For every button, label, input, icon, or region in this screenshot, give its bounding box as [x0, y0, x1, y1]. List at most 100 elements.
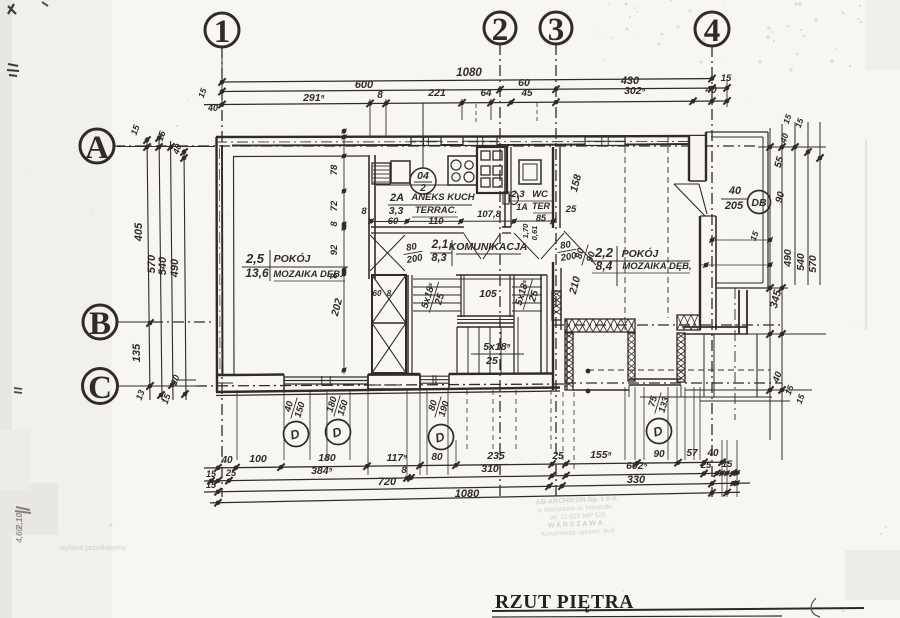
svg-text:15: 15	[721, 73, 732, 84]
svg-text:D: D	[289, 427, 301, 443]
svg-text:100: 100	[249, 453, 267, 465]
svg-text:4: 4	[704, 13, 721, 49]
svg-text:107,8: 107,8	[477, 209, 501, 220]
svg-text:15: 15	[206, 480, 217, 490]
svg-text:DB: DB	[751, 197, 767, 209]
svg-text:3,3: 3,3	[389, 205, 404, 217]
svg-text:75: 75	[646, 394, 660, 408]
svg-text:13: 13	[134, 389, 147, 402]
svg-text:D: D	[331, 425, 343, 441]
svg-text:15: 15	[196, 87, 209, 100]
svg-text:150: 150	[293, 400, 308, 419]
svg-text:15: 15	[748, 230, 761, 243]
svg-text:490: 490	[782, 249, 794, 268]
svg-text:80: 80	[405, 241, 418, 254]
svg-text:40: 40	[704, 85, 717, 96]
svg-text:0,61: 0,61	[530, 226, 539, 241]
svg-text:720: 720	[378, 476, 397, 488]
svg-text:55: 55	[773, 155, 787, 169]
svg-text:40: 40	[728, 185, 742, 197]
svg-text:2,5: 2,5	[245, 251, 265, 266]
svg-text:60: 60	[388, 216, 399, 227]
svg-text:40: 40	[706, 448, 719, 459]
svg-text:13,6: 13,6	[245, 266, 269, 280]
svg-text:80: 80	[431, 452, 443, 463]
svg-text:117⁵: 117⁵	[386, 452, 407, 464]
svg-text:25: 25	[565, 204, 577, 215]
svg-text:105: 105	[479, 288, 497, 300]
svg-text:ANEKS KUCH: ANEKS KUCH	[410, 192, 475, 203]
svg-text:135: 135	[131, 343, 143, 362]
svg-text:1: 1	[214, 14, 231, 50]
svg-text:384⁵: 384⁵	[311, 465, 333, 477]
svg-text:90: 90	[653, 449, 665, 460]
svg-text:D: D	[652, 424, 664, 440]
svg-text:A: A	[85, 130, 109, 166]
svg-text:25: 25	[700, 460, 712, 471]
svg-text:2,1: 2,1	[431, 237, 449, 251]
svg-text:MOZAIKA DĘB,: MOZAIKA DĘB,	[622, 261, 691, 272]
svg-text:8: 8	[361, 206, 367, 217]
svg-text:15: 15	[155, 129, 168, 143]
svg-text:291⁵: 291⁵	[302, 92, 325, 104]
svg-text:TER: TER	[532, 201, 551, 211]
svg-text:72: 72	[329, 200, 340, 211]
svg-text:5x18⁵: 5x18⁵	[483, 341, 511, 353]
svg-text:C: C	[88, 370, 112, 406]
svg-text:15: 15	[794, 393, 807, 406]
svg-text:430: 430	[620, 75, 640, 87]
svg-text:345: 345	[768, 288, 785, 310]
svg-text:405: 405	[133, 222, 145, 242]
svg-text:15: 15	[793, 117, 806, 130]
svg-text:210: 210	[567, 275, 583, 296]
svg-text:8: 8	[377, 90, 383, 101]
svg-text:40: 40	[207, 103, 218, 113]
svg-text:200: 200	[559, 250, 578, 264]
svg-text:POKÓJ: POKÓJ	[274, 252, 312, 265]
svg-text:205: 205	[724, 200, 744, 212]
svg-text:150: 150	[336, 398, 351, 417]
svg-text:133: 133	[657, 395, 672, 414]
svg-text:310: 310	[481, 463, 499, 475]
svg-text:40: 40	[770, 370, 785, 385]
svg-text:2,10: 2,10	[14, 512, 24, 530]
svg-text:8,4: 8,4	[596, 259, 613, 273]
svg-text:80: 80	[426, 398, 440, 412]
svg-text:8: 8	[329, 221, 339, 226]
svg-text:15: 15	[722, 459, 733, 470]
svg-text:90: 90	[584, 250, 598, 264]
svg-text:MOZAIKA DĘB.: MOZAIKA DĘB.	[273, 269, 342, 280]
svg-text:40: 40	[282, 399, 296, 414]
svg-text:KOMUNIKACJA: KOMUNIKACJA	[449, 241, 528, 253]
svg-text:2A: 2A	[389, 192, 404, 204]
svg-text:45: 45	[520, 88, 533, 99]
svg-text:85: 85	[536, 213, 547, 223]
svg-text:60: 60	[518, 77, 530, 89]
svg-text:POKÓJ: POKÓJ	[622, 247, 660, 260]
svg-text:570: 570	[807, 255, 819, 273]
svg-text:570: 570	[146, 254, 158, 273]
svg-text:1,70: 1,70	[521, 223, 530, 238]
svg-text:40: 40	[778, 132, 791, 146]
svg-text:20: 20	[168, 374, 181, 388]
svg-text:110: 110	[428, 216, 444, 227]
svg-text:490: 490	[169, 258, 181, 278]
svg-text:8: 8	[329, 273, 339, 278]
svg-text:RZUT PIĘTRA: RZUT PIĘTRA	[495, 592, 634, 613]
svg-text:8: 8	[401, 465, 407, 476]
svg-text:80: 80	[559, 239, 572, 252]
svg-text:1080: 1080	[456, 67, 482, 79]
svg-text:221: 221	[427, 87, 446, 99]
svg-text:57: 57	[686, 448, 698, 459]
svg-text:180: 180	[318, 452, 336, 464]
svg-text:3: 3	[548, 12, 565, 48]
svg-text:AB-ARCHIKON Sp. z o.o.: AB-ARCHIKON Sp. z o.o.	[535, 495, 618, 506]
svg-text:tel. 22-625 NIP 526: tel. 22-625 NIP 526	[550, 512, 607, 522]
svg-text:25: 25	[225, 468, 237, 478]
svg-text:302⁵: 302⁵	[624, 85, 646, 97]
svg-text:25: 25	[485, 355, 498, 367]
svg-text:8,3: 8,3	[431, 252, 446, 264]
svg-text:wylane przedokętny: wylane przedokętny	[59, 543, 127, 552]
svg-text:25: 25	[527, 289, 541, 304]
svg-text:80: 80	[573, 246, 587, 260]
